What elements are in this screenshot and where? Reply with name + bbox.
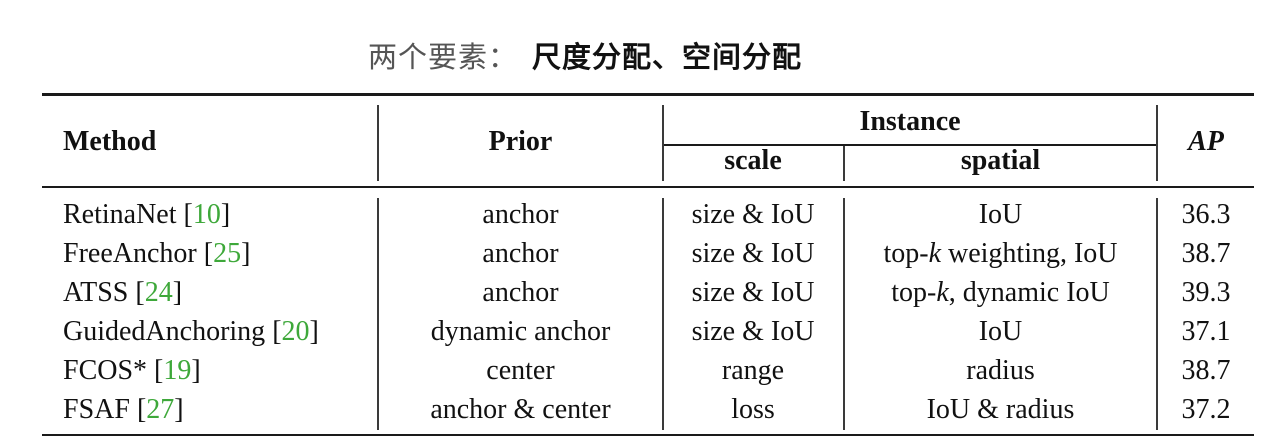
spatial-text-pre: IoU	[978, 316, 1023, 347]
ref-bracket-close: ]	[172, 277, 183, 308]
method-name: GuidedAnchoring	[63, 316, 266, 347]
table-row-prior: anchor & center	[430, 394, 611, 425]
table-row-spatial: radius	[845, 354, 1156, 388]
body-divider-prior	[662, 198, 664, 430]
title-emphasis: 尺度分配、空间分配	[532, 40, 803, 74]
table-row-prior: anchor	[482, 277, 559, 308]
citation-link[interactable]: 25	[213, 238, 242, 269]
citation-link[interactable]: 24	[144, 277, 173, 308]
spatial-k-symbol: k	[928, 238, 941, 269]
table-row-scale: range	[721, 355, 785, 386]
table-row-method: FreeAnchor [25]	[63, 237, 250, 271]
table-row-spatial: IoU	[845, 198, 1156, 232]
method-name: RetinaNet	[63, 199, 177, 230]
table-row-ap: 37.1	[1181, 316, 1231, 347]
citation-link[interactable]: 19	[163, 355, 192, 386]
ref-bracket-close: ]	[309, 316, 319, 347]
citation-link[interactable]: 10	[192, 199, 221, 230]
spatial-text-pre: IoU	[978, 199, 1023, 230]
method-name: FreeAnchor	[63, 238, 197, 269]
ref-bracket-open: [	[129, 394, 147, 425]
header-method: Method	[63, 126, 157, 157]
table-row-method: ATSS [24]	[63, 276, 182, 310]
table-row-prior: anchor	[482, 199, 559, 230]
title-prefix: 两个要素：	[367, 40, 518, 74]
method-name: ATSS	[63, 277, 129, 308]
table-row-prior: anchor	[482, 238, 559, 269]
ref-bracket-close: ]	[241, 238, 251, 269]
method-name: FCOS*	[63, 355, 148, 386]
body-divider-spatial	[1156, 198, 1158, 430]
header-ap: AP	[1188, 126, 1224, 157]
table-top-rule	[42, 93, 1254, 96]
spatial-text-pre: top-	[883, 238, 929, 269]
spatial-k-symbol: k	[936, 277, 949, 308]
spatial-text-pre: top-	[891, 277, 937, 308]
ref-bracket-open: [	[265, 316, 282, 347]
header-divider-scale	[843, 146, 845, 181]
table-row-scale: loss	[731, 394, 775, 425]
spatial-text-post: weighting, IoU	[941, 238, 1118, 269]
table-row-prior: dynamic anchor	[430, 316, 611, 347]
ref-bracket-open: [	[196, 238, 214, 269]
body-divider-method	[377, 198, 379, 430]
table-row-method: RetinaNet [10]	[63, 198, 230, 232]
page-title: 两个要素： 尺度分配、空间分配	[0, 33, 1280, 77]
header-divider-method	[377, 105, 379, 181]
table-row-method: FSAF [27]	[63, 393, 184, 427]
table-row-spatial: IoU & radius	[845, 393, 1156, 427]
ref-bracket-open: [	[128, 277, 145, 308]
header-divider-prior	[662, 105, 664, 181]
body-divider-scale	[843, 198, 845, 430]
ref-bracket-close: ]	[174, 394, 184, 425]
citation-link[interactable]: 27	[146, 394, 175, 425]
spatial-text-pre: radius	[966, 355, 1035, 386]
header-divider-spatial	[1156, 105, 1158, 181]
table-row-spatial: top-k weighting, IoU	[845, 237, 1156, 271]
spatial-text-pre: IoU & radius	[926, 394, 1075, 425]
table-row-scale: size & IoU	[691, 277, 815, 308]
ref-bracket-open: [	[147, 355, 164, 386]
ref-bracket-close: ]	[191, 355, 201, 386]
ref-bracket-open: [	[176, 199, 193, 230]
header-spatial: spatial	[960, 145, 1041, 176]
table-row-prior: center	[486, 355, 555, 386]
table-row-ap: 39.3	[1181, 277, 1231, 308]
spatial-text-post: , dynamic IoU	[948, 277, 1110, 308]
table-row-method: FCOS* [19]	[63, 354, 201, 388]
header-scale: scale	[724, 145, 782, 176]
table-row-scale: size & IoU	[691, 199, 815, 230]
header-prior: Prior	[488, 126, 553, 157]
table-bottom-rule	[42, 434, 1254, 436]
table-row-ap: 38.7	[1181, 355, 1231, 386]
citation-link[interactable]: 20	[281, 316, 310, 347]
table-row-spatial: top-k, dynamic IoU	[845, 276, 1156, 310]
header-instance: Instance	[859, 106, 961, 137]
table-row-scale: size & IoU	[691, 316, 815, 347]
table-row-ap: 38.7	[1181, 238, 1231, 269]
table-row-scale: size & IoU	[691, 238, 815, 269]
method-name: FSAF	[63, 394, 130, 425]
ref-bracket-close: ]	[220, 199, 231, 230]
header-bottom-rule	[42, 186, 1254, 188]
instance-subheader-rule	[663, 144, 1157, 146]
table-row-method: GuidedAnchoring [20]	[63, 315, 319, 349]
table-row-ap: 37.2	[1181, 394, 1231, 425]
table-row-spatial: IoU	[845, 315, 1156, 349]
table-row-ap: 36.3	[1181, 199, 1231, 230]
